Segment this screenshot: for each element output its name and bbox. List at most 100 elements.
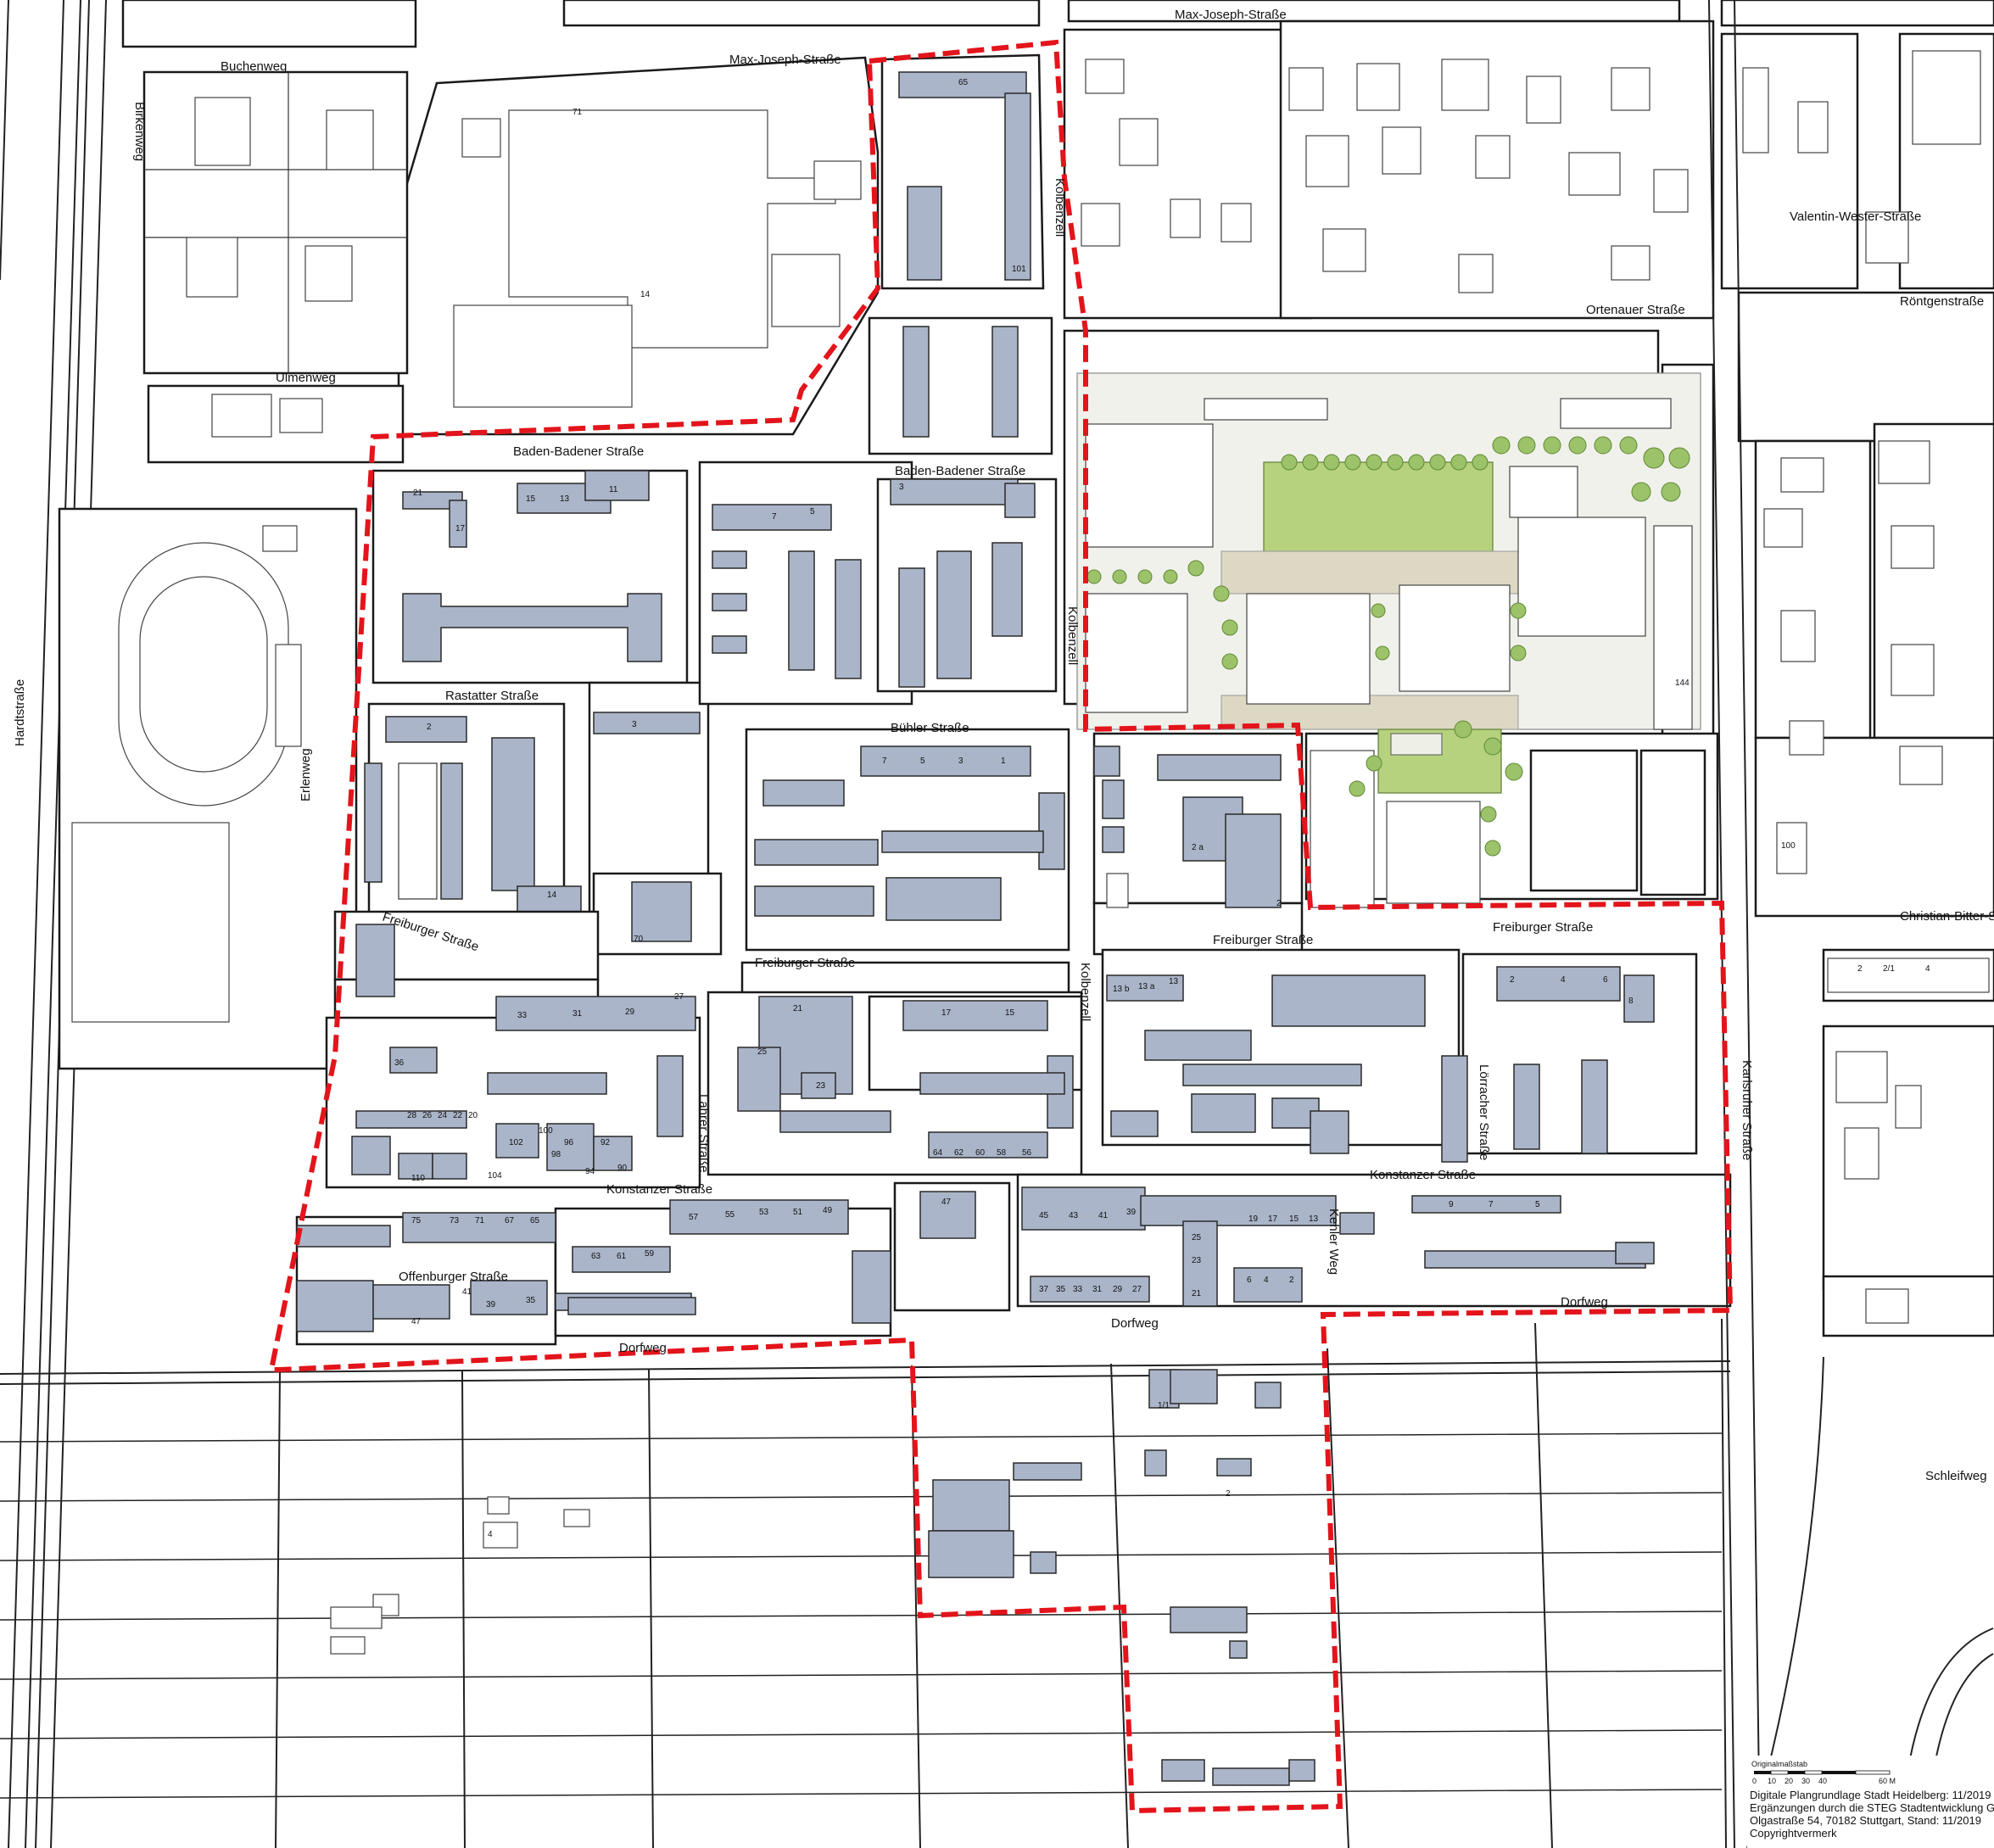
row-houses-loerracher	[1110, 1055, 1540, 1163]
map-legend: Originalmaßstab 0 10 20 30 40 60 M Digit…	[1747, 1756, 1994, 1848]
house-number: 62	[954, 1148, 964, 1158]
house-number: 33	[1073, 1285, 1083, 1294]
label-loerracher-strasse: Lörracher Straße	[1477, 1064, 1491, 1160]
house-number: 4	[488, 1530, 493, 1539]
house-number: 13 b	[1113, 985, 1130, 994]
house-number: 25	[757, 1047, 768, 1057]
sports-field	[58, 507, 358, 1070]
row-houses-offenburger	[296, 1225, 696, 1332]
house-number: 41	[462, 1287, 472, 1297]
label-valentin-wester-strasse: Valentin-Wester-Straße	[1790, 209, 1921, 224]
house-number: 17	[941, 1008, 952, 1018]
house-number: 13	[1169, 977, 1179, 986]
house-number: 27	[674, 992, 684, 1002]
house-number: 27	[1132, 1285, 1142, 1294]
house-number: 71	[573, 108, 583, 117]
label-kehler-weg: Kehler Weg	[1327, 1209, 1341, 1275]
house-number: 2	[427, 723, 432, 732]
house-number: 65	[530, 1216, 540, 1225]
house-number: 15	[1005, 1008, 1015, 1018]
house-number: 14	[547, 891, 557, 900]
house-number: 49	[823, 1206, 833, 1215]
house-number: 24	[438, 1111, 448, 1120]
house-number: 3	[899, 483, 904, 492]
house-number: 37	[1039, 1285, 1049, 1294]
house-number: 71	[475, 1216, 485, 1225]
label-dorfweg-west: Dorfweg	[619, 1341, 667, 1355]
central-west-blocks	[364, 461, 1070, 1011]
label-schleifweg: Schleifweg	[1925, 1469, 1987, 1483]
house-number: 53	[759, 1208, 769, 1217]
label-konstanzer-strasse-west: Konstanzer Straße	[606, 1182, 712, 1197]
house-number: 26	[422, 1111, 433, 1120]
house-number: 13	[560, 494, 570, 504]
street-labels: Max-Joseph-Straße Max-Joseph-Straße Bade…	[13, 8, 1994, 1483]
label-offenburger-strasse: Offenburger Straße	[399, 1270, 508, 1284]
development-plan-area	[1076, 372, 1706, 908]
house-number: 7	[882, 757, 887, 766]
scale-tick-10: 10	[1768, 1777, 1776, 1785]
house-number: 4	[1561, 975, 1566, 985]
house-number: 57	[689, 1213, 699, 1222]
house-number: 43	[1069, 1211, 1079, 1220]
house-number: 92	[600, 1138, 611, 1147]
label-buchenweg: Buchenweg	[221, 59, 287, 74]
scale-tick-0: 0	[1752, 1777, 1757, 1785]
scale-tick-20: 20	[1785, 1777, 1793, 1785]
house-number: 1/1	[1158, 1401, 1170, 1410]
house-number: 20	[468, 1111, 478, 1120]
east-blocks	[1737, 291, 1994, 1337]
house-number: 25	[1192, 1233, 1202, 1242]
house-number: 45	[1039, 1211, 1049, 1220]
house-number: 47	[941, 1198, 952, 1207]
house-number: 39	[486, 1300, 496, 1309]
house-number: 2 a	[1192, 843, 1204, 852]
house-number: 56	[1022, 1148, 1032, 1158]
house-number: 8	[1628, 997, 1634, 1006]
house-number: 65	[958, 78, 969, 87]
house-number: 35	[526, 1296, 536, 1305]
house-number: 100	[1781, 841, 1796, 851]
label-roentgenstrasse: Röntgenstraße	[1900, 294, 1984, 309]
house-number: 4	[1264, 1276, 1269, 1285]
house-number: 60	[975, 1148, 986, 1158]
house-number: 4	[1925, 964, 1930, 974]
label-ulmenweg: Ulmenweg	[276, 371, 336, 385]
label-dorfweg-east: Dorfweg	[1561, 1295, 1608, 1309]
house-number: 47	[411, 1317, 422, 1326]
project-boundary	[268, 39, 1734, 1814]
label-konstanzer-strasse-east: Konstanzer Straße	[1370, 1168, 1476, 1182]
house-number: 13	[1309, 1214, 1319, 1224]
ne-buildings	[1081, 50, 1981, 293]
house-number: 5	[1535, 1200, 1540, 1209]
house-number: 41	[1098, 1211, 1109, 1220]
house-number: 21	[1192, 1289, 1202, 1298]
house-number: 23	[1192, 1256, 1202, 1265]
label-lahrer-strasse: Lahrer Straße	[696, 1094, 711, 1173]
house-number: 2/1	[1883, 964, 1895, 974]
house-number: 6	[1247, 1276, 1252, 1285]
house-number: 17	[455, 524, 466, 533]
house-number: 3	[958, 757, 963, 766]
house-number: 1	[1001, 757, 1006, 766]
house-number: 100	[539, 1126, 553, 1136]
label-ortenauer-strasse: Ortenauer Straße	[1586, 303, 1685, 317]
house-number: 70	[634, 935, 644, 944]
house-number: 15	[526, 494, 536, 504]
house-number: 19	[1248, 1214, 1259, 1224]
house-number: 104	[488, 1171, 502, 1181]
house-number: 31	[573, 1009, 583, 1019]
house-number: 29	[1113, 1285, 1123, 1294]
house-number: 36	[394, 1058, 405, 1068]
legend-line-4: Copyrightvermerk	[1750, 1827, 1837, 1840]
house-number: 13 a	[1138, 982, 1155, 991]
house-number: 90	[617, 1164, 628, 1173]
house-number: 5	[920, 757, 925, 766]
legend-line-2: Ergänzungen durch die STEG Stadtentwickl…	[1750, 1801, 1994, 1814]
scale-tick-40: 40	[1818, 1777, 1827, 1785]
label-birkenweg: Birkenweg	[132, 102, 147, 161]
house-number: 11	[609, 485, 618, 494]
label-baden-badener-strasse-west: Baden-Badener Straße	[513, 444, 644, 459]
house-number: 39	[1126, 1208, 1137, 1217]
label-freiburger-strasse-east: Freiburger Straße	[1493, 920, 1593, 935]
